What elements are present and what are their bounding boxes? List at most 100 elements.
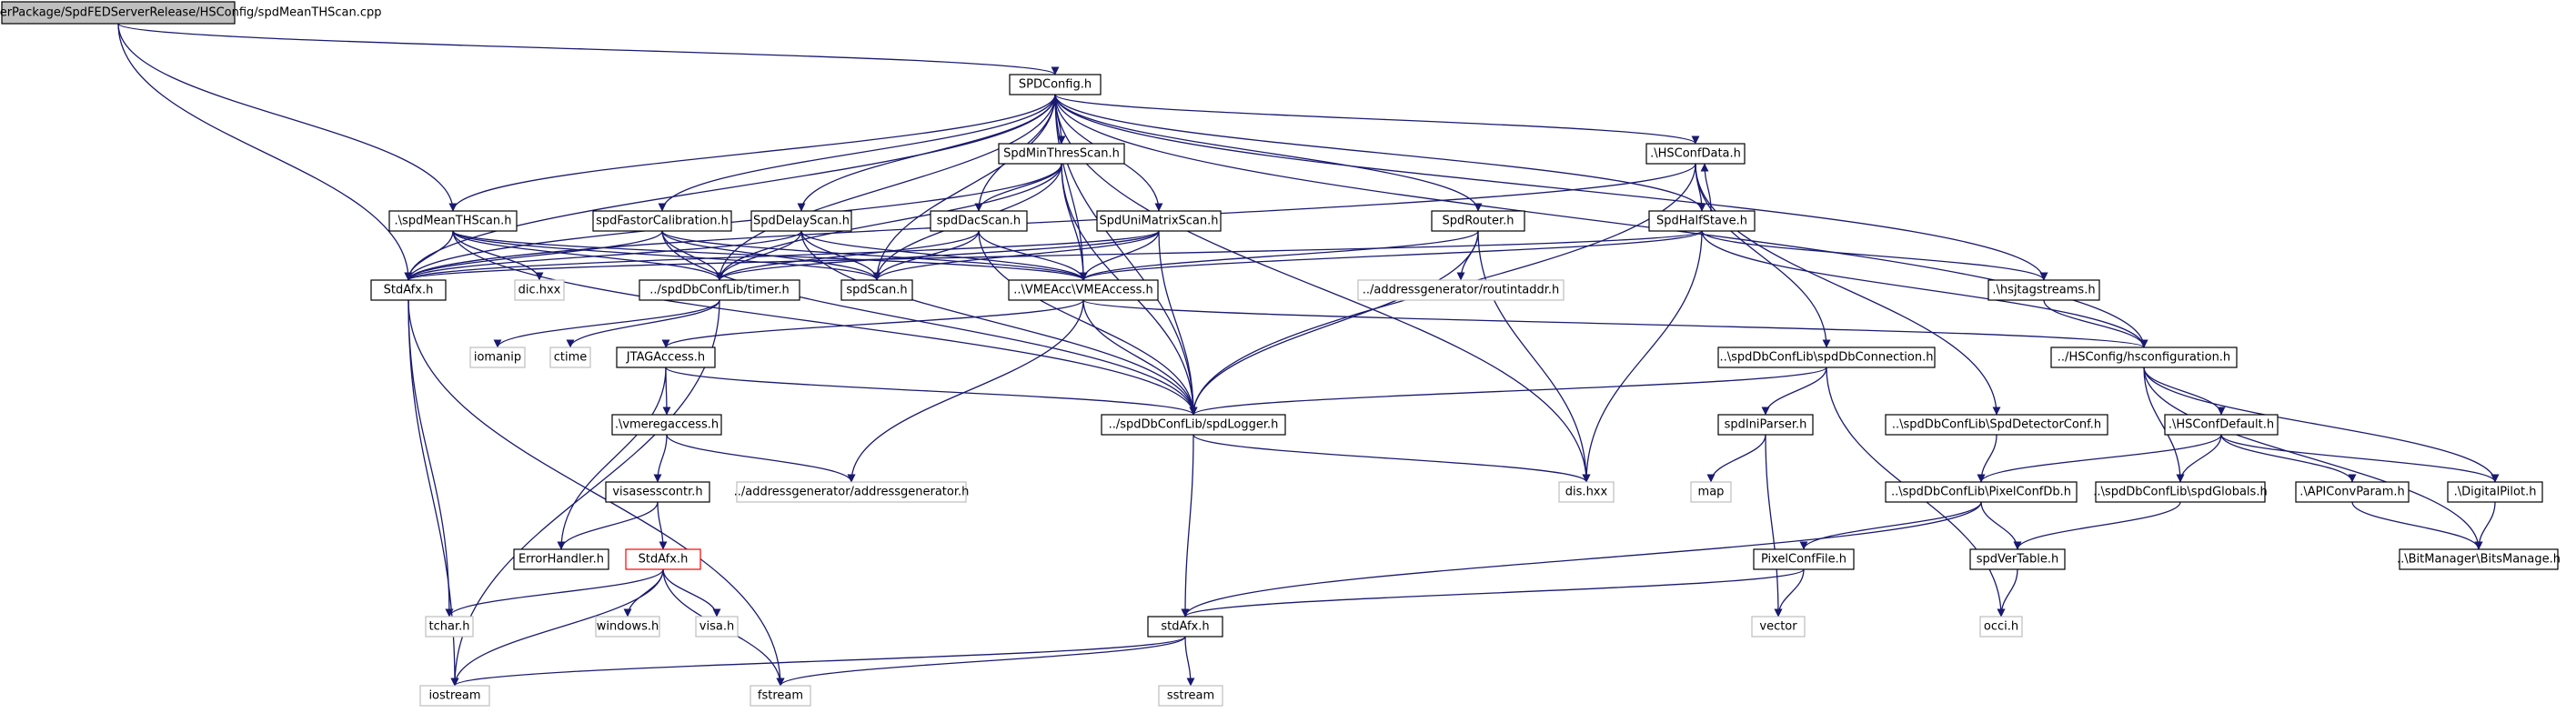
node-label-vector: vector <box>1759 620 1797 634</box>
node-box <box>1969 548 2066 570</box>
edge-hsconfdata-to-dbconnection <box>1695 163 1831 348</box>
edge-detectorconf-to-pixelconfdb <box>1977 434 1997 483</box>
edge-hsconfdata-to-stdafx1 <box>404 163 1696 281</box>
node-hsjtag[interactable]: .\hsjtagstreams.h <box>1987 279 2100 301</box>
node-pixelconffile[interactable]: PixelConfFile.h <box>1753 548 1855 570</box>
edge-apiconv-to-bitsmanage <box>2351 501 2483 550</box>
node-spdconfig[interactable]: SPDConfig.h <box>1009 74 1102 95</box>
node-detectorconf[interactable]: ..\spdDbConfLib\SpdDetectorConf.h <box>1885 414 2108 436</box>
node-stdafx1[interactable]: StdAfx.h <box>370 279 447 301</box>
node-box <box>750 210 852 232</box>
node-meanth[interactable]: .\spdMeanTHScan.h <box>388 210 518 232</box>
node-box <box>1101 414 1286 436</box>
node-dishxx: dis.hxx <box>1558 481 1615 503</box>
node-label-spdrouter-h: SpdRouter.h <box>1442 215 1514 228</box>
edge-pixelconffile-to-vector <box>1774 568 1805 618</box>
edge-meanth-to-timer <box>452 230 724 281</box>
edge-hsconfdefault-to-spdglobals <box>2176 434 2222 483</box>
node-box <box>605 481 710 503</box>
edge-root-to-spdconfig <box>117 23 1060 75</box>
node-digitalpilot[interactable]: .\DigitalPilot.h <box>2447 481 2543 503</box>
node-box <box>616 346 716 368</box>
edge-stdafx1-to-tchar <box>408 299 454 618</box>
node-label-stdafx-h: StdAfx.h <box>639 553 689 567</box>
node-spdscan[interactable]: spdScan.h <box>840 279 913 301</box>
edge-halfstave-to-dishxx <box>1582 230 1703 483</box>
edge-router-to-vmeaccess <box>1079 230 1479 281</box>
node-halfstave[interactable]: SpdHalfStave.h <box>1648 210 1756 232</box>
node-label-windows-h: windows.h <box>597 620 659 634</box>
edge-spdconfig-to-hsconfiguration <box>1054 94 2148 348</box>
edge-jtagaccess-to-spdlogger <box>665 367 1198 416</box>
node-errorhandler[interactable]: ErrorHandler.h <box>513 548 609 570</box>
node-spdlogger[interactable]: ../spdDbConfLib/spdLogger.h <box>1101 414 1286 436</box>
node-box <box>388 210 518 232</box>
node-ctime: ctime <box>549 346 591 368</box>
edge-inifparser-to-vector <box>1765 434 1783 618</box>
node-jtagaccess[interactable]: JTAGAccess.h <box>616 346 716 368</box>
node-label-stdafx-h: StdAfx.h <box>384 284 434 297</box>
node-stdafx2[interactable]: StdAfx.h <box>625 548 701 570</box>
node-vmeregaccess[interactable]: .\vmeregaccess.h <box>611 414 722 436</box>
edge-unimatrix-to-spdlogger <box>1158 230 1198 416</box>
node-label-spdfastorcalibration-h: spdFastorCalibration.h <box>596 215 729 228</box>
node-unimatrix[interactable]: SpdUniMatrixScan.h <box>1096 210 1222 232</box>
edge-pixelconfdb-to-pixelconffile <box>1799 501 1982 550</box>
node-occi: occi.h <box>1979 616 2023 638</box>
node-stdafx3[interactable]: stdAfx.h <box>1147 616 1223 638</box>
edge-dacscan-to-vmeaccess <box>978 230 1088 281</box>
node-label-spddbconflib-spddetectorconf-h: ..\spdDbConfLib\SpdDetectorConf.h <box>1892 418 2101 432</box>
node-label-sstream: sstream <box>1167 689 1214 703</box>
node-inifparser[interactable]: spdIniParser.h <box>1717 414 1814 436</box>
node-label-ctime: ctime <box>554 351 588 365</box>
edge-fastorcal-to-stdafx1 <box>404 230 663 281</box>
edge-spdconfig-to-stdafx1 <box>404 94 1056 281</box>
node-hsconfiguration[interactable]: ../HSConfig/hsconfiguration.h <box>2050 346 2238 368</box>
node-label-hsjtagstreams-h: .\hsjtagstreams.h <box>1992 284 2095 297</box>
node-vmeaccess[interactable]: ..\VMEAcc\VMEAccess.h <box>1008 279 1159 301</box>
node-bitsmanage[interactable]: ..\BitManager\BitsManage.h <box>2397 548 2561 570</box>
node-label-spdmeanthscan-h: .\spdMeanTHScan.h <box>395 215 512 228</box>
node-box <box>1751 616 1806 638</box>
edge-hsconfiguration-to-digitalpilot <box>2143 367 2500 483</box>
edge-stdafx3-to-fstream <box>776 636 1186 687</box>
node-box <box>1987 279 2100 301</box>
node-apiconv[interactable]: .\APIConvParam.h <box>2295 481 2410 503</box>
edge-dbconnection-to-inifparser <box>1761 367 1827 416</box>
edge-dacscan-to-spdlogger <box>978 230 1198 416</box>
node-dbconnection[interactable]: ..\spdDbConfLib\spdDbConnection.h <box>1717 346 1936 368</box>
node-verttable[interactable]: spdVerTable.h <box>1969 548 2066 570</box>
edge-jtagaccess-to-errorhandler <box>557 367 667 550</box>
edge-spdconfig-to-halfstave <box>1054 94 1706 212</box>
node-label-spddacscan-h: spdDacScan.h <box>937 215 1021 228</box>
edge-meanth-to-stdafx1 <box>404 230 454 281</box>
node-router[interactable]: SpdRouter.h <box>1431 210 1525 232</box>
node-box <box>1648 210 1756 232</box>
node-delayscan[interactable]: SpdDelayScan.h <box>750 210 852 232</box>
node-pixelconfdb[interactable]: ..\spdDbConfLib\PixelConfDb.h <box>1885 481 2078 503</box>
node-label-digitalpilot-h: .\DigitalPilot.h <box>2454 486 2537 499</box>
node-hsconfdefault[interactable]: .\HSConfDefault.h <box>2164 414 2279 436</box>
edge-delayscan-to-spdlogger <box>800 230 1198 416</box>
node-label-spddbconflib-spdglobals-h: ..\spdDbConfLib\spdGlobals.h <box>2093 486 2267 499</box>
node-label-fstream: fstream <box>758 689 803 703</box>
node-root[interactable]: F:/projectos/SpdFEDServerPackage/SpdFEDS… <box>0 1 382 25</box>
node-dacscan[interactable]: spdDacScan.h <box>930 210 1028 232</box>
node-hsconfdata[interactable]: .\HSConfData.h <box>1645 143 1746 165</box>
edge-meanth-to-dichxx <box>452 230 544 281</box>
node-label-addressgenerator-routintaddr-h: ../addressgenerator/routintaddr.h <box>1363 284 1560 297</box>
node-tchar: tchar.h <box>425 616 474 638</box>
node-minthres[interactable]: SpdMinThresScan.h <box>998 143 1125 165</box>
node-visasess[interactable]: visasesscontr.h <box>605 481 710 503</box>
node-fastorcal[interactable]: spdFastorCalibration.h <box>592 210 732 232</box>
node-timer[interactable]: ../spdDbConfLib/timer.h <box>639 279 800 301</box>
node-spdglobals[interactable]: ..\spdDbConfLib\spdGlobals.h <box>2093 481 2268 503</box>
edge-fastorcal-to-vmeaccess <box>661 230 1088 281</box>
edge-spdconfig-to-meanth <box>448 94 1056 212</box>
edge-stdafx2-to-visa <box>662 568 721 618</box>
edge-hsconfdefault-to-pixelconfdb <box>1977 434 2222 483</box>
node-sstream: sstream <box>1158 685 1223 707</box>
node-label-stdafx-h: stdAfx.h <box>1161 620 1209 634</box>
edge-spdlogger-to-dishxx <box>1192 434 1591 483</box>
